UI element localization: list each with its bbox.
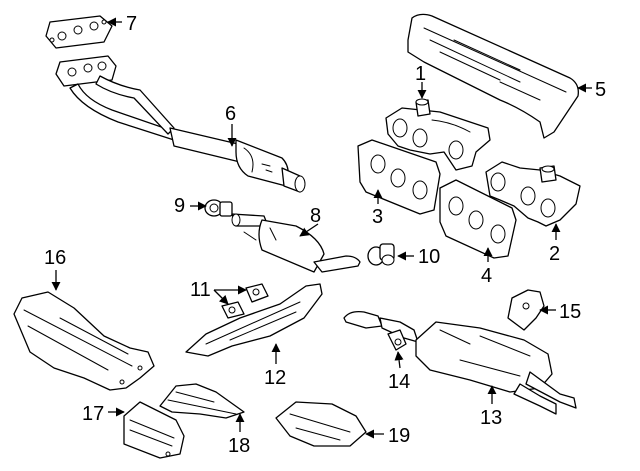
callout-10: 10 — [418, 246, 440, 268]
callout-4: 4 — [481, 265, 492, 287]
callout-15: 15 — [559, 301, 581, 323]
part-13-rear-muffler — [343, 310, 577, 415]
part-15-bracket — [507, 289, 545, 331]
callout-6: 6 — [225, 103, 236, 125]
callout-19: 19 — [388, 425, 410, 447]
part-12-heat-shield — [185, 283, 323, 357]
part-11-bracket — [221, 283, 269, 319]
part-2-exhaust-manifold — [485, 161, 581, 227]
callout-9: 9 — [174, 195, 185, 217]
callout-16: 16 — [44, 247, 66, 269]
callout-13: 13 — [480, 407, 502, 429]
callout-18: 18 — [228, 435, 250, 457]
callout-7: 7 — [126, 13, 137, 35]
part-19-heat-shield — [275, 401, 367, 447]
part-10-clamp — [367, 243, 395, 266]
callout-5: 5 — [595, 79, 606, 101]
part-17-heat-shield — [123, 401, 185, 459]
part-14-hanger — [387, 329, 407, 351]
callout-14: 14 — [388, 371, 410, 393]
callout-3: 3 — [372, 206, 383, 228]
callout-12: 12 — [264, 367, 286, 389]
part-1-exhaust-manifold — [385, 98, 491, 171]
part-4-manifold-gasket — [439, 179, 517, 259]
part-9-clamp — [204, 199, 233, 217]
part-7-flange-gasket — [45, 15, 113, 49]
callout-8: 8 — [310, 205, 321, 227]
part-8-center-pipe — [231, 213, 361, 273]
part-5-heat-shield — [407, 13, 579, 139]
callout-1: 1 — [415, 63, 426, 85]
part-18-heat-shield — [159, 383, 245, 419]
callout-11: 11 — [190, 279, 211, 301]
part-16-heat-shield — [13, 291, 155, 391]
callout-arrows — [51, 17, 592, 439]
part-6-front-pipe — [55, 55, 306, 193]
callout-17: 17 — [82, 403, 104, 425]
callout-2: 2 — [549, 243, 560, 265]
